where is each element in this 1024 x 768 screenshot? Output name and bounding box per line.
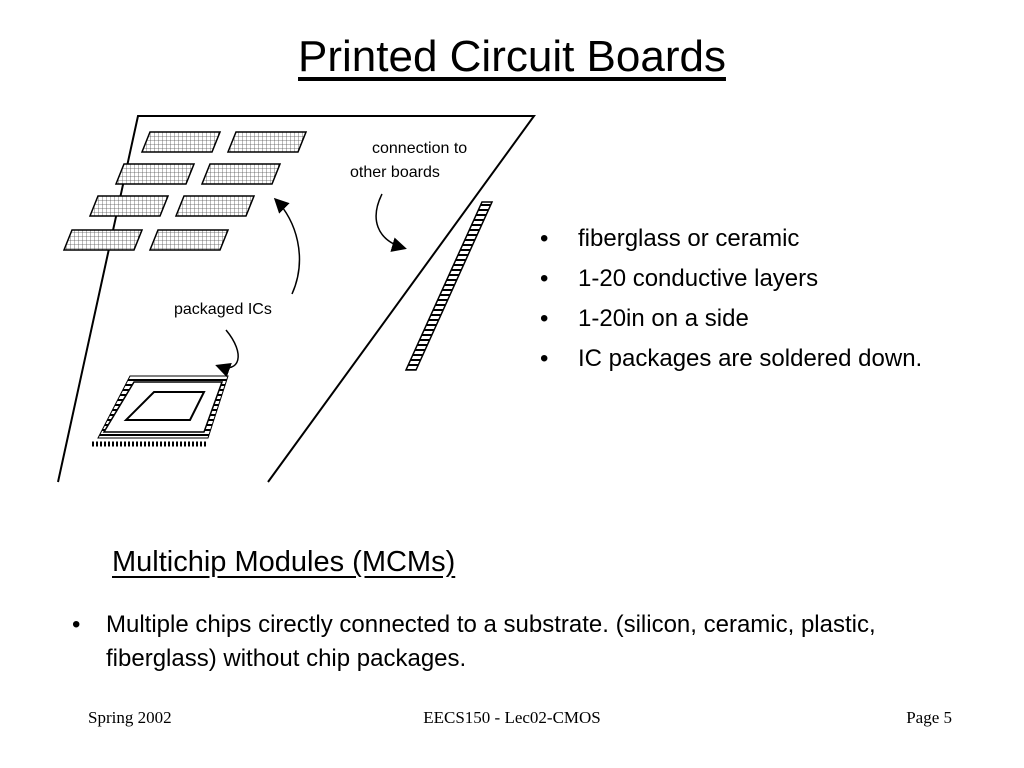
mcm-bullet-text: Multiple chips cirectly connected to a s… <box>106 611 876 672</box>
arrow-to-chips <box>273 197 301 295</box>
bullet-symbol: • <box>72 611 81 638</box>
bullet-item: • IC packages are soldered down. <box>540 342 960 376</box>
bullet-item: • 1-20 conductive layers <box>540 262 960 296</box>
bullet-symbol: • <box>540 225 549 252</box>
slide-title: Printed Circuit Boards <box>298 32 726 81</box>
footer-course: EECS150 - Lec02-CMOS <box>423 708 601 727</box>
connection-label-line2: other boards <box>350 164 440 181</box>
chip-array <box>62 131 308 251</box>
bullet-text: IC packages are soldered down. <box>578 345 923 372</box>
packaged-ics-label: packaged ICs <box>174 301 272 318</box>
chip <box>88 195 170 217</box>
bullet-text: 1-20 conductive layers <box>578 265 819 292</box>
arrow-to-large-ic <box>215 329 239 378</box>
chip <box>114 163 196 185</box>
bullet-symbol: • <box>540 305 549 332</box>
mcm-subtitle: Multichip Modules (MCMs) <box>112 546 456 578</box>
pcb-diagram: connection to other boards packaged ICs <box>57 115 536 483</box>
bullet-symbol: • <box>540 265 549 292</box>
bullet-symbol: • <box>540 345 549 372</box>
footer-page-number: Page 5 <box>906 708 952 727</box>
chip <box>148 229 230 251</box>
footer-date: Spring 2002 <box>88 708 172 727</box>
connection-label-line1: connection to <box>372 140 467 157</box>
bullet-text: 1-20in on a side <box>578 305 749 332</box>
bullet-text: fiberglass or ceramic <box>578 225 800 252</box>
bullet-item: • 1-20in on a side <box>540 302 960 336</box>
bullet-item: • fiberglass or ceramic <box>540 222 960 256</box>
mcm-bullet: • Multiple chips cirectly connected to a… <box>72 608 952 676</box>
chip <box>62 229 144 251</box>
edge-connector <box>404 201 494 371</box>
chip <box>140 131 222 153</box>
chip <box>200 163 282 185</box>
chip <box>174 195 256 217</box>
pcb-bullet-list: • fiberglass or ceramic • 1-20 conductive … <box>540 222 960 382</box>
arrow-to-connector <box>375 193 407 252</box>
chip <box>226 131 308 153</box>
large-ic-package <box>92 375 229 447</box>
